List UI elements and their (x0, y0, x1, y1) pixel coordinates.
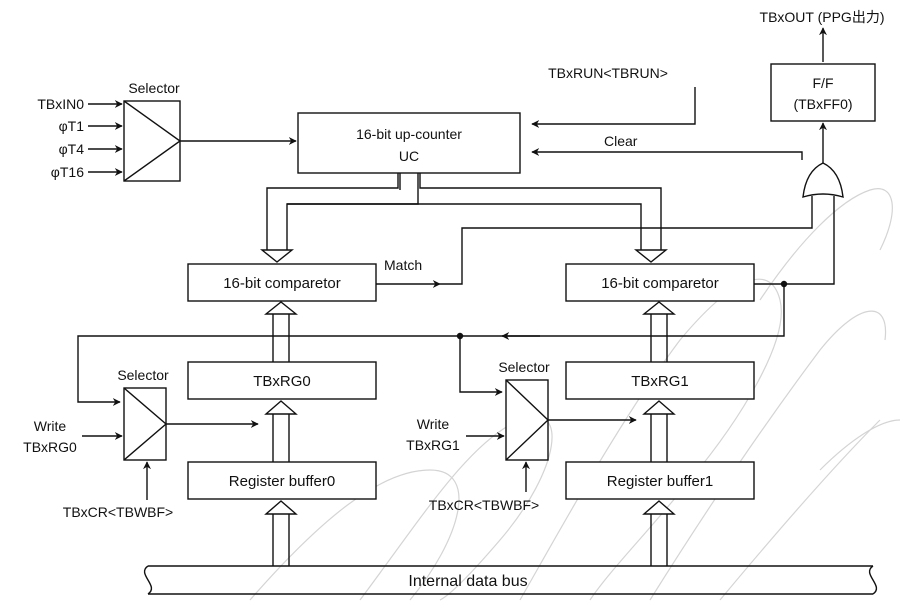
write0-label: Write (34, 418, 67, 434)
tbxrg1-box (565, 361, 755, 400)
input-tbxin0: TBxIN0 (37, 96, 84, 112)
flipflop-sublabel: (TBxFF0) (793, 96, 852, 112)
output-label: TBxOUT (PPG出力) (760, 9, 885, 25)
write1-target: TBxRG1 (406, 437, 460, 453)
comparator0-box (187, 263, 377, 302)
or-gate (802, 162, 844, 198)
run-signal-label: TBxRUN<TBRUN> (548, 65, 668, 81)
selector-top-label: Selector (128, 80, 180, 96)
match-to-or-wire (440, 196, 813, 285)
selector0-label: Selector (117, 367, 169, 383)
buffer1-label: Register buffer1 (607, 473, 713, 490)
tbxrg0-box (187, 361, 377, 400)
bus-to-buf1 (642, 500, 676, 566)
cr1-label: TBxCR<TBWBF> (429, 497, 539, 513)
clear-label: Clear (604, 133, 638, 149)
selector1-label: Selector (498, 359, 550, 375)
match-label: Match (384, 257, 422, 273)
up-counter-label: 16-bit up-counter (356, 126, 462, 142)
input-phi-t4: φT4 (59, 141, 85, 157)
bus-label: Internal data bus (408, 573, 527, 590)
counter-bus-right (287, 173, 668, 263)
clear-wire (531, 148, 803, 160)
watermark (249, 188, 901, 601)
comparator0-label: 16-bit comparetor (223, 275, 341, 292)
selector0 (123, 387, 168, 461)
cr0-label: TBxCR<TBWBF> (63, 504, 173, 520)
input-arrows (88, 100, 123, 176)
reg0-to-comp0-bus (264, 301, 298, 362)
feedback-wire (77, 284, 785, 406)
tbxrg0-label: TBxRG0 (253, 373, 311, 390)
flipflop-box (770, 63, 876, 122)
buffer1-box (565, 461, 755, 500)
write0-target: TBxRG0 (23, 439, 77, 455)
buf1-to-reg1-bus (642, 400, 676, 462)
feedback-wire-1 (459, 336, 503, 396)
input-phi-t1: φT1 (59, 118, 85, 134)
write1-label: Write (417, 416, 450, 432)
flipflop-label: F/F (813, 75, 834, 91)
internal-data-bus (143, 565, 878, 595)
buf0-to-reg0-bus (264, 400, 298, 462)
run-signal-wire (531, 87, 696, 128)
counter-bus-left (260, 173, 419, 263)
comparator1-box (565, 263, 755, 302)
comp1-to-or-wire (754, 196, 835, 285)
tbxrg1-label: TBxRG1 (631, 373, 689, 390)
up-counter-box (297, 112, 521, 174)
input-phi-t16: φT16 (51, 164, 84, 180)
reg1-to-comp1-bus (642, 301, 676, 362)
bus-to-buf0 (264, 500, 298, 566)
buffer0-label: Register buffer0 (229, 473, 335, 490)
buffer0-box (187, 461, 377, 500)
selector1 (505, 379, 550, 461)
comparator1-label: 16-bit comparetor (601, 275, 719, 292)
up-counter-sublabel: UC (399, 148, 419, 164)
selector-top (123, 100, 182, 182)
